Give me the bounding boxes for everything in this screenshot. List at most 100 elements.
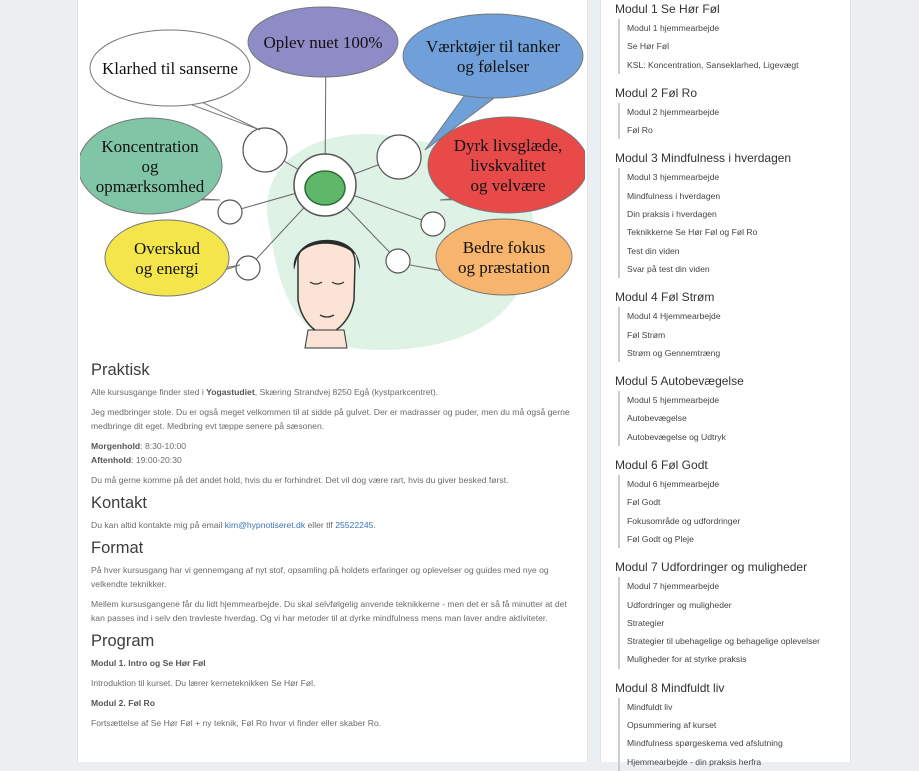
evening-time: : 19:00-20:30: [131, 455, 182, 465]
target-icon: [385, 248, 411, 274]
sidebar-module-title[interactable]: Modul 3 Mindfulness i hverdagen: [615, 151, 792, 166]
sidebar-lesson-link[interactable]: Strategier: [627, 617, 665, 628]
phone-link[interactable]: 25522245: [335, 520, 374, 530]
bubble-text: Bedre fokus: [463, 238, 546, 257]
sidebar-lesson-link[interactable]: Din praksis i hverdagen: [627, 209, 717, 220]
sidebar-lesson-link[interactable]: Autobevægelse: [627, 413, 687, 424]
sidebar-lesson-link[interactable]: Fokusområde og udfordringer: [627, 515, 741, 526]
module-1-title: Modul 1. Intro og Se Hør Føl: [91, 656, 579, 670]
morning-time: : 8:30-10:00: [140, 441, 187, 451]
sidebar-lesson-link[interactable]: Modul 6 hjemmearbejde: [627, 479, 720, 490]
bubble-text: og energi: [135, 259, 199, 278]
article: Praktisk Alle kursusgange finder sted i …: [91, 360, 579, 736]
format-text-1: På hver kursusgang har vi gennemgang af …: [91, 565, 549, 589]
sidebar-module-title[interactable]: Modul 4 Føl Strøm: [615, 290, 715, 305]
sidebar-lesson-link[interactable]: Føl Godt og Pleje: [627, 533, 694, 544]
lightbulb-icon: [217, 199, 243, 225]
text: Du kan altid kontakte mig på email: [91, 520, 225, 530]
sidebar-module-title[interactable]: Modul 5 Autobevægelse: [615, 374, 744, 389]
bubble-text: og: [142, 157, 160, 176]
heading-program: Program: [91, 632, 155, 650]
sidebar-lesson-link[interactable]: Føl Godt: [627, 497, 661, 508]
speech-bubble: Klarhed til sanserne: [89, 29, 261, 131]
chairs-text: Jeg medbringer stole. Du er også meget v…: [91, 407, 570, 431]
sidebar-lesson-link[interactable]: Mindfulness spørgeskema ved afslutning: [627, 738, 783, 749]
sidebar-lesson-link[interactable]: Svar på test din viden: [627, 263, 710, 274]
sidebar-module-title[interactable]: Modul 1 Se Hør Føl: [615, 2, 720, 16]
bubble-text: Koncentration: [101, 137, 199, 156]
sidebar-lesson-link[interactable]: KSL: Koncentration, Sanseklarhed, Ligevæ…: [627, 59, 799, 70]
sidebar-lesson-link[interactable]: Modul 4 Hjemmearbejde: [627, 311, 721, 322]
heart-icon: [420, 211, 446, 237]
bubble-text: og præstation: [458, 258, 551, 277]
sidebar-lesson-link[interactable]: Modul 1 hjemmearbejde: [627, 23, 720, 33]
sidebar-lesson-link[interactable]: Modul 7 hjemmearbejde: [627, 581, 720, 592]
speech-bubble: Oplev nuet 100%: [247, 6, 399, 78]
bubble-text: Klarhed til sanserne: [102, 59, 238, 78]
sidebar-lesson-link[interactable]: Udfordringer og muligheder: [627, 599, 732, 610]
sidebar-module-title[interactable]: Modul 8 Mindfuldt liv: [615, 680, 725, 695]
chart-icon: [235, 255, 261, 281]
sidebar-lesson-link[interactable]: Modul 5 hjemmearbejde: [627, 395, 720, 406]
sidebar-lesson-link[interactable]: Mindfulness i hverdagen: [627, 190, 721, 201]
sidebar-lesson-link[interactable]: Modul 2 hjemmearbejde: [627, 106, 720, 117]
neck: [304, 329, 348, 349]
sidebar-lesson-link[interactable]: Autobevægelse og Udtryk: [627, 431, 726, 442]
bubble-text: og velvære: [470, 176, 545, 195]
morning-label: Morgenhold: [91, 441, 141, 451]
sidebar-lesson-link[interactable]: Test din viden: [627, 245, 680, 256]
sidebar-lesson-link[interactable]: Strategier til ubehagelige og behagelige…: [627, 636, 821, 647]
bubble-text: opmærksomhed: [96, 177, 205, 196]
bubble-text: livskvalitet: [470, 156, 546, 175]
heading-format: Format: [91, 539, 144, 557]
sidebar-lesson-link[interactable]: Se Hør Føl: [627, 41, 670, 52]
sidebar-lesson-link[interactable]: Føl Strøm: [627, 329, 666, 340]
sidebar-module-title[interactable]: Modul 7 Udfordringer og muligheder: [615, 560, 808, 575]
format-text-2: Mellem kursusgangene får du lidt hjemmea…: [91, 599, 567, 623]
sidebar-lesson-link[interactable]: Opsummering af kurset: [627, 720, 717, 731]
text: Modul 2. Føl Ro: [91, 698, 155, 708]
bubble-text: Dyrk livsglæde,: [454, 136, 563, 155]
text: Alle kursusgange finder sted i: [91, 387, 207, 397]
heading-praktisk: Praktisk: [91, 361, 150, 379]
sidebar-module-title[interactable]: Modul 6 Føl Godt: [615, 458, 708, 473]
bubble-text: og følelser: [457, 57, 530, 76]
sidebar-lesson-link[interactable]: Mindfuldt liv: [627, 701, 673, 712]
text: eller tlf: [305, 520, 336, 530]
sidebar-lesson-link[interactable]: Føl Ro: [627, 125, 653, 136]
sidebar-lesson-link[interactable]: Teknikkerne Se Hør Føl og Føl Ro: [627, 227, 758, 238]
sidebar-lesson-link[interactable]: Strøm og Gennemtræng: [627, 347, 721, 358]
sidebar-lesson-link[interactable]: Modul 3 hjemmearbejde: [627, 172, 720, 183]
sidebar-lesson-link[interactable]: Muligheder for at styrke praksis: [627, 654, 747, 665]
venue-name: Yogastudiet: [206, 387, 255, 397]
module-2-text: Fortsættelse af Se Hør Føl + ny teknik, …: [91, 718, 382, 728]
location-text: Alle kursusgange finder sted i Yogastudi…: [91, 385, 579, 399]
contact-text: Du kan altid kontakte mig på email kim@h…: [91, 518, 579, 532]
bubble-text: Værktøjer til tanker: [426, 37, 560, 56]
text: .: [373, 520, 376, 530]
module-1-text: Introduktion til kurset. Du lærer kernet…: [91, 678, 316, 688]
sidebar-module-title[interactable]: Modul 2 Føl Ro: [615, 85, 698, 100]
email-link[interactable]: kim@hypnotiseret.dk: [224, 520, 306, 530]
